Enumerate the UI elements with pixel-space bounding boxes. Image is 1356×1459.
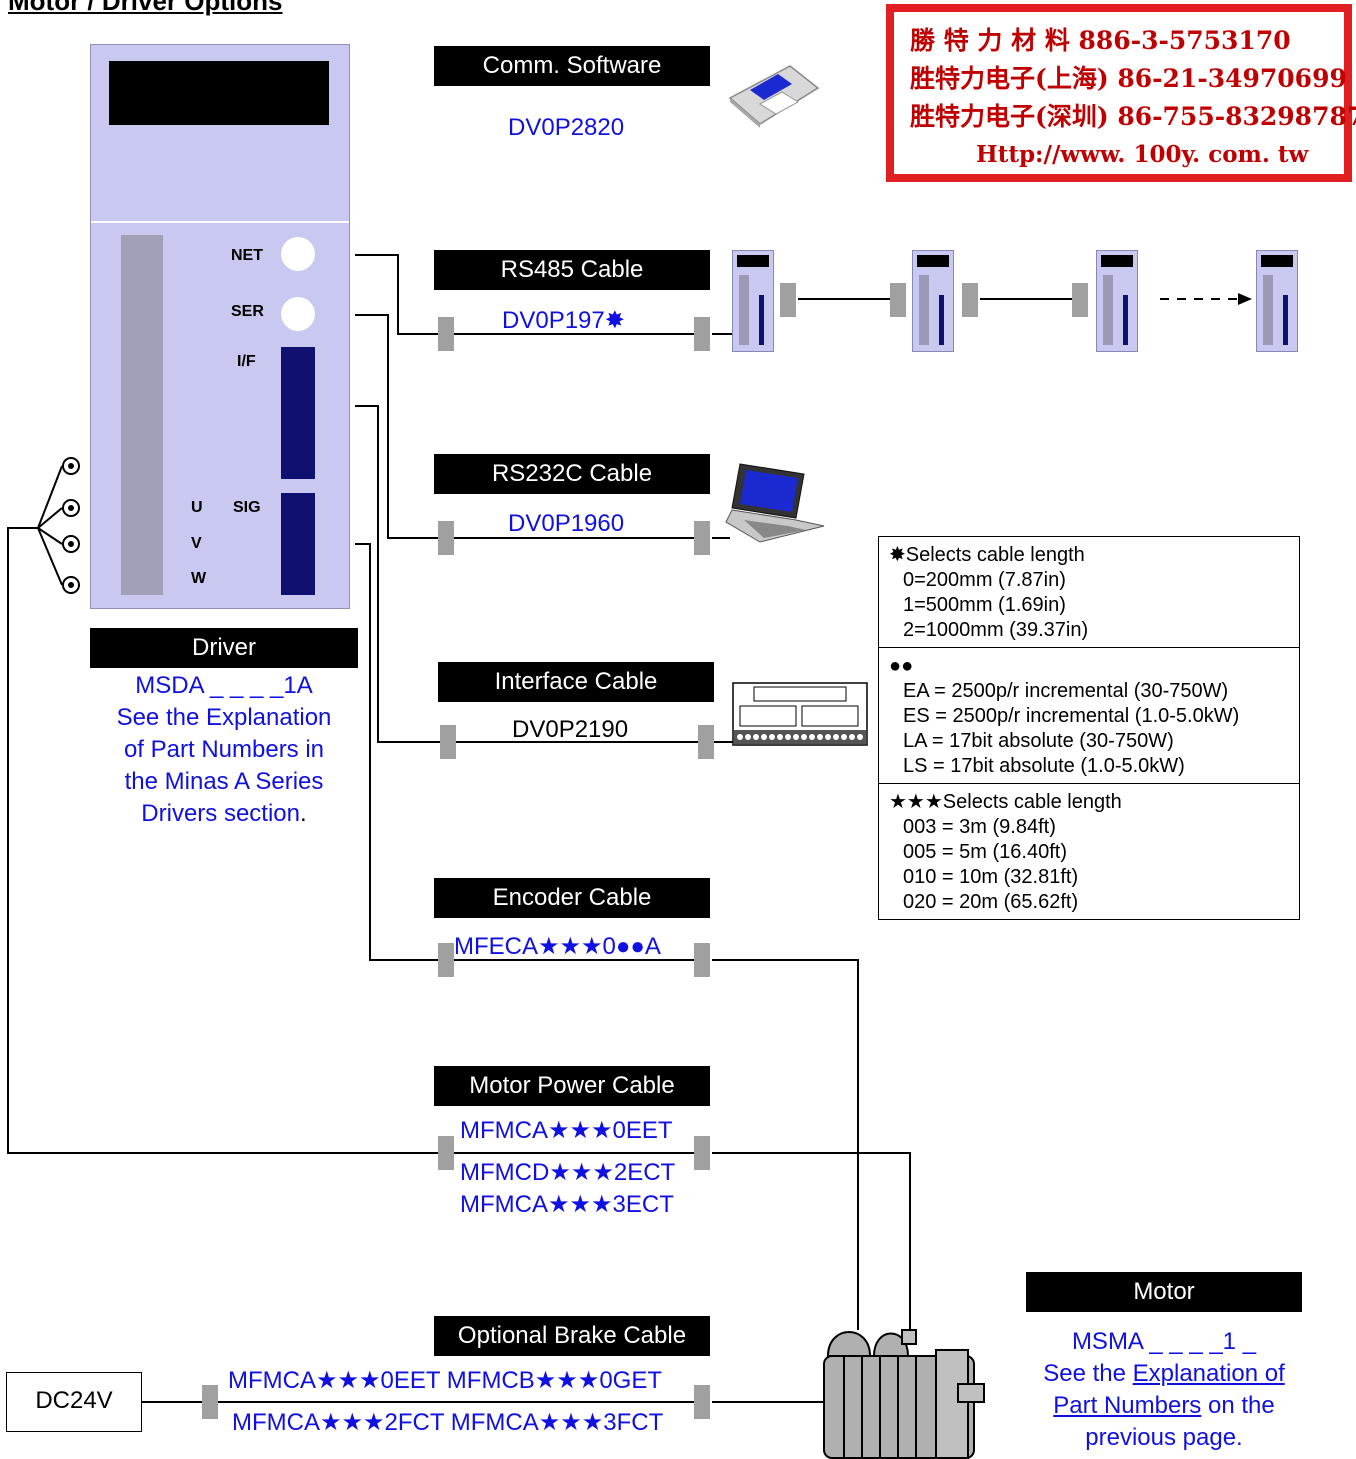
terminal-rings-icon — [62, 457, 80, 594]
interface-plug-right — [698, 725, 714, 759]
rs485-label: RS485 Cable — [434, 250, 710, 290]
interface-plug-left — [440, 725, 456, 759]
chain-plug — [962, 283, 978, 317]
ser-port-icon — [281, 297, 315, 331]
notes-box: ✸Selects cable length 0=200mm (7.87in) 1… — [878, 536, 1300, 920]
rs485-plug-left — [438, 317, 454, 351]
motor-power-label: Motor Power Cable — [434, 1066, 710, 1106]
part-numbers-link[interactable]: Part Numbers — [1053, 1392, 1202, 1419]
rs485-wire-left — [355, 254, 440, 335]
rs232-part: DV0P1960 — [508, 510, 625, 537]
power-plug-left — [438, 1136, 454, 1170]
brake-label: Optional Brake Cable — [434, 1316, 710, 1356]
net-port-icon — [281, 237, 315, 271]
chained-driver-2 — [912, 250, 954, 352]
note-encoder-type: ●● EA = 2500p/r incremental (30-750W) ES… — [879, 648, 1299, 784]
brake-plug-left — [202, 1385, 218, 1419]
motor-description: MSMA _ _ _ _1 _ See the Explanation of P… — [1014, 1326, 1314, 1454]
servo-motor-icon — [823, 1329, 985, 1459]
brake-part-2: MFMCA★★★2FCT MFMCA★★★3FCT — [232, 1409, 664, 1436]
driver-divider — [91, 221, 349, 223]
contact-stamp: 勝 特 力 材 料 886-3-5753170 胜特力电子(上海) 86-21-… — [886, 4, 1356, 182]
interface-wire-left — [355, 405, 440, 743]
interface-part: DV0P2190 — [512, 716, 629, 743]
if-label: I/F — [237, 353, 256, 370]
rs232-wire-left — [355, 314, 440, 539]
chained-driver-4 — [1256, 250, 1298, 352]
laptop-icon — [725, 463, 825, 543]
u-label: U — [191, 499, 203, 516]
driver-side-strip — [121, 235, 163, 595]
note-length-code: ★★★Selects cable length 003 = 3m (9.84ft… — [889, 791, 1122, 913]
rs485-plug-right — [694, 317, 710, 351]
terminal-block-icon — [732, 682, 868, 746]
interface-label: Interface Cable — [438, 662, 714, 702]
encoder-wire-right — [712, 959, 859, 1330]
chained-driver-3 — [1096, 250, 1138, 352]
stamp-url[interactable]: Http://www. 100y. com. tw — [976, 141, 1309, 168]
driver-display — [109, 61, 329, 125]
arrow-icon — [1238, 293, 1252, 305]
chain-plug — [780, 283, 796, 317]
chain-plug — [1072, 283, 1088, 317]
note-cable-length: ✸Selects cable length 0=200mm (7.87in) 1… — [879, 537, 1299, 648]
comm-software-part: DV0P2820 — [508, 114, 625, 141]
explanation-link[interactable]: Explanation of — [1132, 1360, 1285, 1387]
dc24v-box: DC24V — [6, 1372, 142, 1432]
if-port-icon — [281, 347, 315, 479]
page-title: Motor / Driver Options — [8, 0, 283, 16]
driver-model: MSDA _ _ _ _1A — [135, 672, 313, 699]
encoder-part: MFECA★★★0●●A — [454, 933, 661, 960]
motor-power-part-3: MFMCA★★★3ECT — [460, 1191, 674, 1218]
rs232-plug-right — [694, 521, 710, 555]
encoder-wire-left — [355, 543, 440, 961]
sig-port-icon — [281, 493, 315, 595]
encoder-plug-right — [694, 943, 710, 977]
brake-part-1: MFMCA★★★0EET MFMCB★★★0GET — [228, 1367, 663, 1394]
sig-label: SIG — [233, 499, 261, 516]
chained-driver-1 — [732, 250, 774, 352]
power-plug-right — [694, 1136, 710, 1170]
net-label: NET — [231, 247, 263, 264]
brake-plug-right — [694, 1385, 710, 1419]
driver-unit: NET SER I/F SIG U V W — [90, 44, 350, 609]
rs232-plug-left — [438, 521, 454, 555]
comm-software-label: Comm. Software — [434, 46, 710, 86]
driver-label: Driver — [90, 628, 358, 668]
motor-label: Motor — [1026, 1272, 1302, 1312]
w-label: W — [191, 570, 207, 587]
encoder-plug-left — [438, 943, 454, 977]
ser-label: SER — [231, 303, 264, 320]
power-wire-left — [7, 527, 440, 1154]
rs485-part: DV0P197✸ — [502, 307, 625, 334]
motor-model: MSMA _ _ _ _1 _ — [1071, 1328, 1257, 1355]
motor-power-part-1: MFMCA★★★0EET — [460, 1117, 673, 1144]
chain-plug — [890, 283, 906, 317]
power-wire-right — [712, 1152, 911, 1330]
v-label: V — [191, 535, 202, 552]
driver-description: MSDA _ _ _ _1A See the Explanation of Pa… — [90, 670, 358, 830]
motor-power-part-2: MFMCD★★★2ECT — [460, 1159, 676, 1186]
rs232-label: RS232C Cable — [434, 454, 710, 494]
floppy-disk-icon — [728, 65, 820, 128]
encoder-label: Encoder Cable — [434, 878, 710, 918]
